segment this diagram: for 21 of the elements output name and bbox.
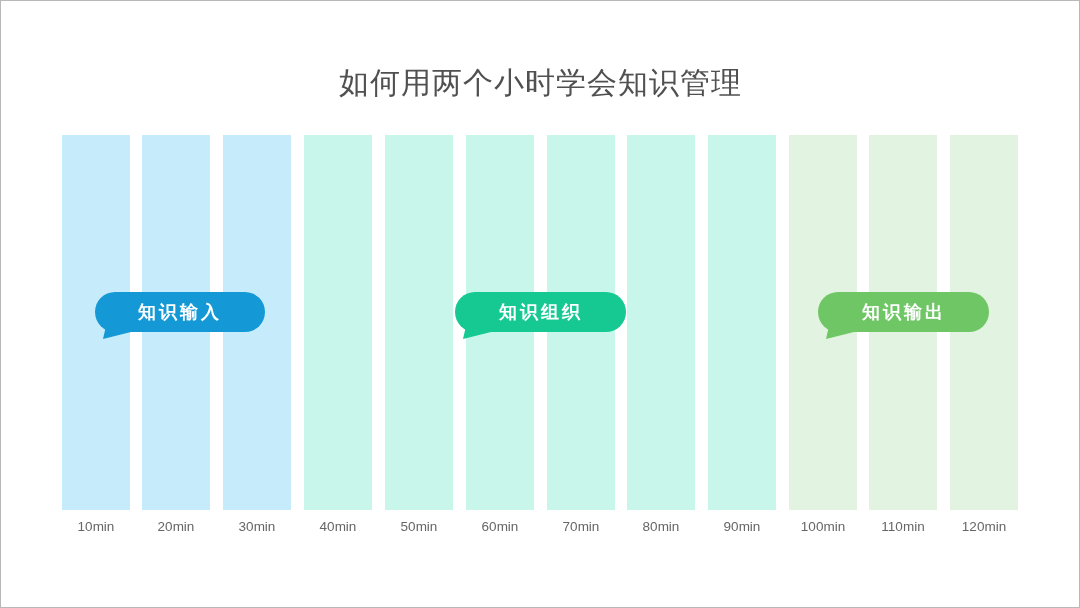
time-label: 100min [800,518,846,535]
bar [385,135,453,510]
time-label: 90min [723,518,761,535]
bar [708,135,776,510]
time-label: 10min [77,518,115,535]
bar [304,135,372,510]
bar [62,135,130,510]
bar [789,135,857,510]
time-label: 80min [642,518,680,535]
title: 如何用两个小时学会知识管理 [338,64,742,102]
time-label: 20min [157,518,195,535]
time-label: 40min [319,518,357,535]
bar [627,135,695,510]
time-label: 60min [481,518,519,535]
time-label: 120min [961,518,1007,535]
time-label: 30min [238,518,276,535]
time-label: 70min [562,518,600,535]
bar [950,135,1018,510]
time-label: 110min [881,518,925,535]
bar [223,135,291,510]
time-label: 50min [400,518,438,535]
